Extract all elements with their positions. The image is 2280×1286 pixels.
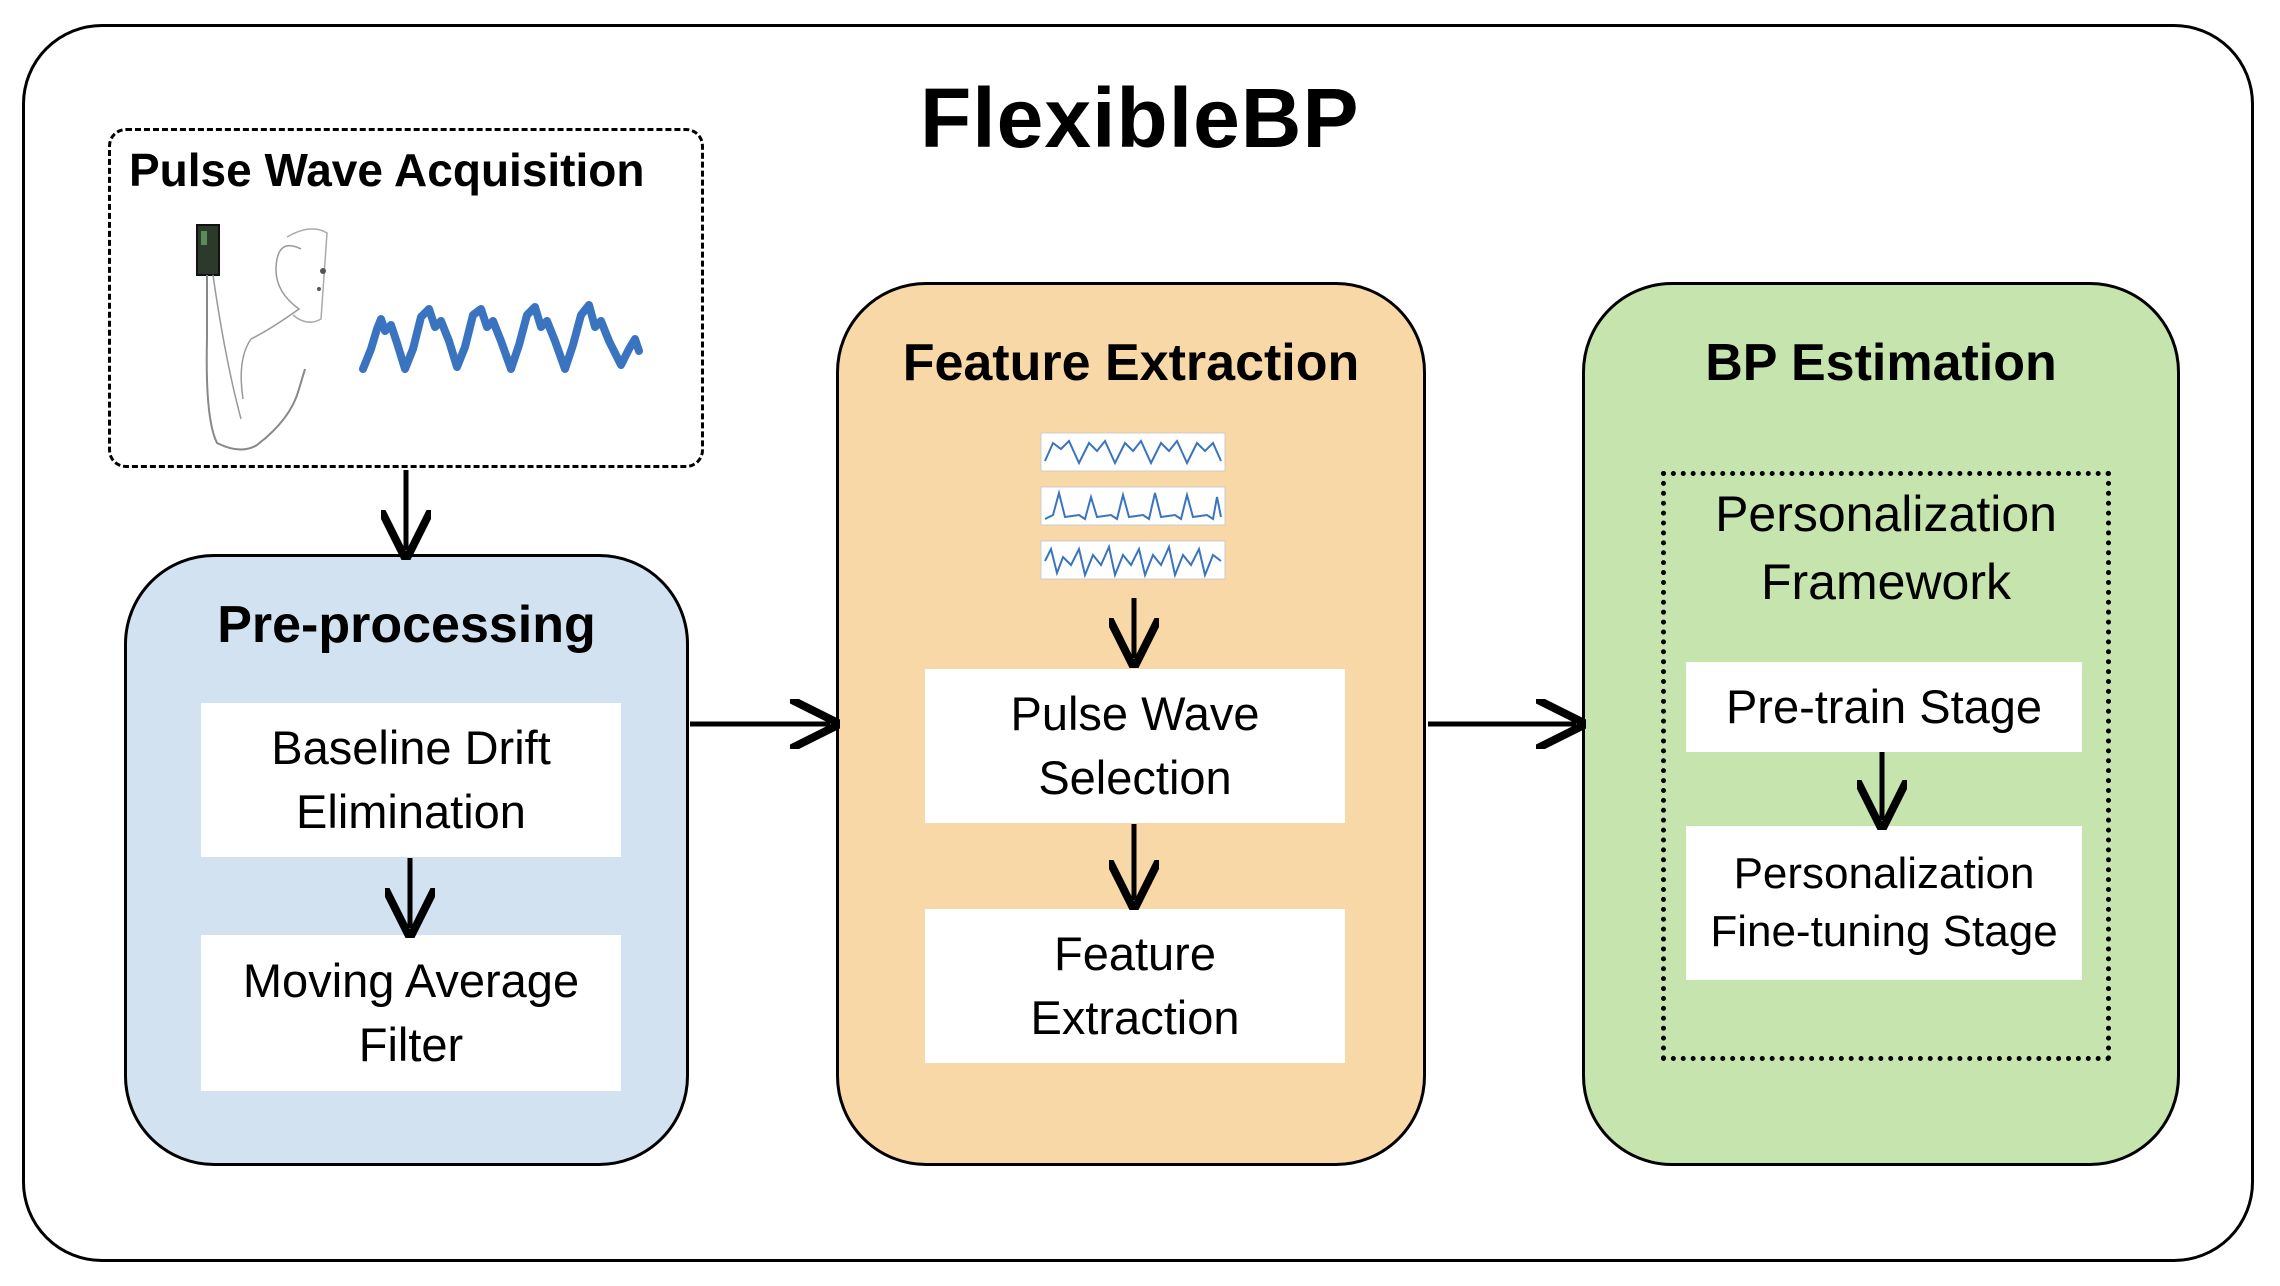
framework-line2: Framework [1760, 554, 2012, 610]
pulse-wave-selection-line2: Selection [1038, 751, 1232, 804]
wearable-sensor-icon [196, 224, 328, 451]
feature-extraction-line2: Extraction [1030, 991, 1240, 1044]
acquisition-box: Pulse Wave Acquisition [108, 128, 704, 468]
diagram-frame [22, 24, 2254, 1262]
pretrain-stage-box: Pre-train Stage [1686, 662, 2082, 752]
baseline-drift-line2: Elimination [296, 785, 526, 838]
diagram-title: FlexibleBP [920, 71, 1360, 165]
feature-extraction-line1: Feature [1054, 927, 1216, 980]
preprocessing-title: Pre-processing [217, 596, 596, 654]
finetuning-line2: Fine-tuning Stage [1710, 907, 2058, 956]
bp-estimation-title: BP Estimation [1705, 334, 2057, 392]
baseline-drift-line1: Baseline Drift [271, 721, 551, 774]
feature-extraction-title: Feature Extraction [902, 334, 1360, 392]
pretrain-stage-label: Pre-train Stage [1725, 680, 2043, 733]
waveform-plots-icon [1040, 432, 1226, 580]
acquisition-title: Pulse Wave Acquisition [129, 144, 645, 196]
framework-line1: Personalization [1715, 486, 2057, 542]
moving-average-line2: Filter [358, 1018, 464, 1071]
pulse-wave-icon [359, 301, 643, 373]
moving-average-line1: Moving Average [242, 954, 580, 1007]
finetuning-line1: Personalization [1733, 849, 2035, 898]
pulse-wave-selection-line1: Pulse Wave [1010, 687, 1260, 740]
